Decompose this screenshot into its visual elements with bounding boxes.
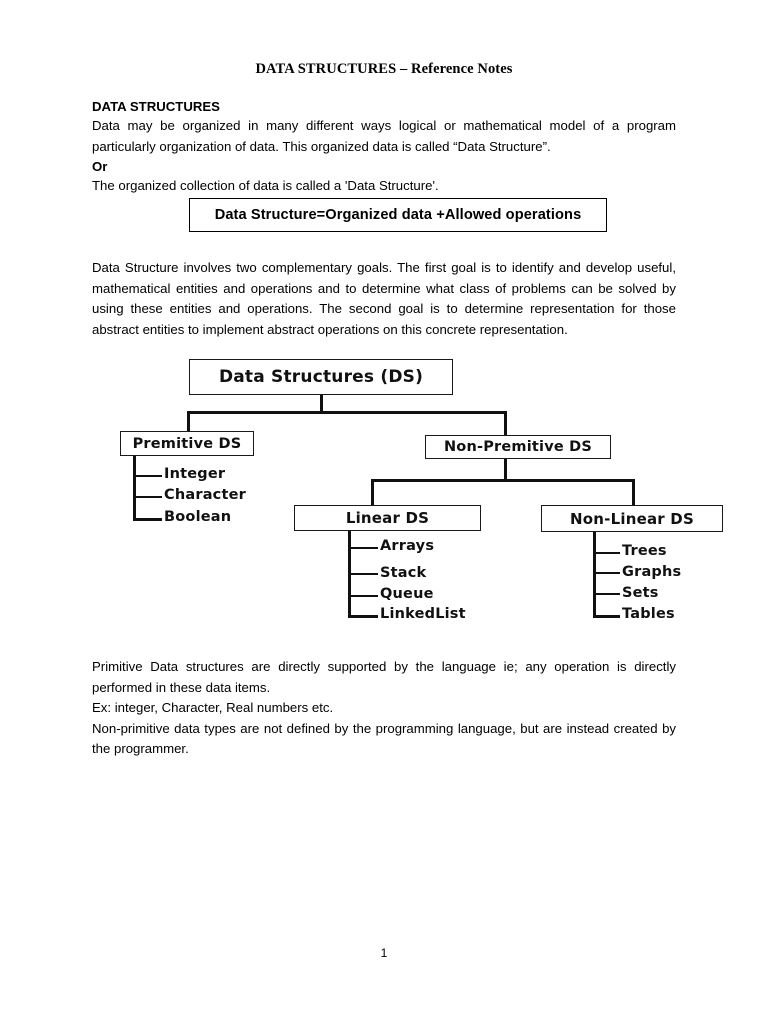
connector-linear-stub-4	[348, 615, 378, 618]
section-heading: DATA STRUCTURES	[92, 99, 220, 114]
closing-notes-block: Primitive Data structures are directly s…	[92, 657, 676, 760]
page-title: DATA STRUCTURES – Reference Notes	[255, 61, 513, 77]
connector-root-to-primitive	[187, 411, 190, 433]
intro-block: DATA STRUCTURES Data may be organized in…	[92, 97, 676, 197]
connector-root-stub	[320, 395, 323, 413]
intro-paragraph: Data may be organized in many different …	[92, 118, 676, 154]
connector-root-bar	[187, 411, 507, 414]
connector-nonlinear-stub-1	[593, 552, 620, 554]
leaf-boolean: Boolean	[164, 509, 232, 525]
leaf-linkedlist: LinkedList	[380, 606, 466, 622]
leaf-graphs: Graphs	[622, 564, 682, 580]
leaf-trees: Trees	[622, 543, 667, 559]
connector-linear-stub-1	[348, 547, 378, 549]
node-linear-ds: Linear DS	[294, 505, 481, 531]
connector-primitive-stub-2	[133, 496, 162, 498]
example-note: Ex: integer, Character, Real numbers etc…	[92, 700, 334, 715]
formula-box: Data Structure=Organized data +Allowed o…	[189, 198, 607, 232]
page-number: 1	[380, 946, 388, 960]
node-non-premitive-ds: Non-Premitive DS	[425, 435, 611, 459]
non-primitive-note: Non-primitive data types are not defined…	[92, 720, 676, 757]
leaf-character: Character	[164, 487, 246, 503]
goals-paragraph: Data Structure involves two complementar…	[92, 260, 676, 337]
connector-nonlinear-stub-4	[593, 615, 620, 618]
connector-nonprimitive-stub	[504, 459, 507, 481]
connector-to-nonlinear	[632, 479, 635, 506]
leaf-queue: Queue	[380, 586, 434, 602]
connector-primitive-spine	[133, 456, 136, 521]
connector-primitive-stub-3	[133, 518, 162, 521]
leaf-arrays: Arrays	[380, 538, 435, 554]
connector-nonlinear-stub-3	[593, 593, 620, 595]
leaf-stack: Stack	[380, 565, 427, 581]
alt-definition: The organized collection of data is call…	[92, 178, 439, 193]
connector-linear-spine	[348, 531, 351, 618]
primitive-note: Primitive Data structures are directly s…	[92, 659, 676, 695]
or-label: Or	[92, 159, 108, 174]
connector-to-linear	[371, 479, 374, 506]
node-data-structures-root: Data Structures (DS)	[189, 359, 453, 395]
connector-nonprimitive-bar	[371, 479, 635, 482]
connector-nonlinear-spine	[593, 532, 596, 618]
connector-linear-stub-3	[348, 595, 378, 597]
leaf-tables: Tables	[622, 606, 675, 622]
connector-primitive-stub-1	[133, 475, 162, 477]
node-premitive-ds: Premitive DS	[120, 431, 254, 456]
leaf-integer: Integer	[164, 466, 226, 482]
node-non-linear-ds: Non-Linear DS	[541, 505, 723, 532]
goals-block: Data Structure involves two complementar…	[92, 258, 676, 340]
connector-root-to-nonprimitive	[504, 411, 507, 437]
leaf-sets: Sets	[622, 585, 659, 601]
connector-linear-stub-2	[348, 573, 378, 575]
connector-nonlinear-stub-2	[593, 572, 620, 574]
